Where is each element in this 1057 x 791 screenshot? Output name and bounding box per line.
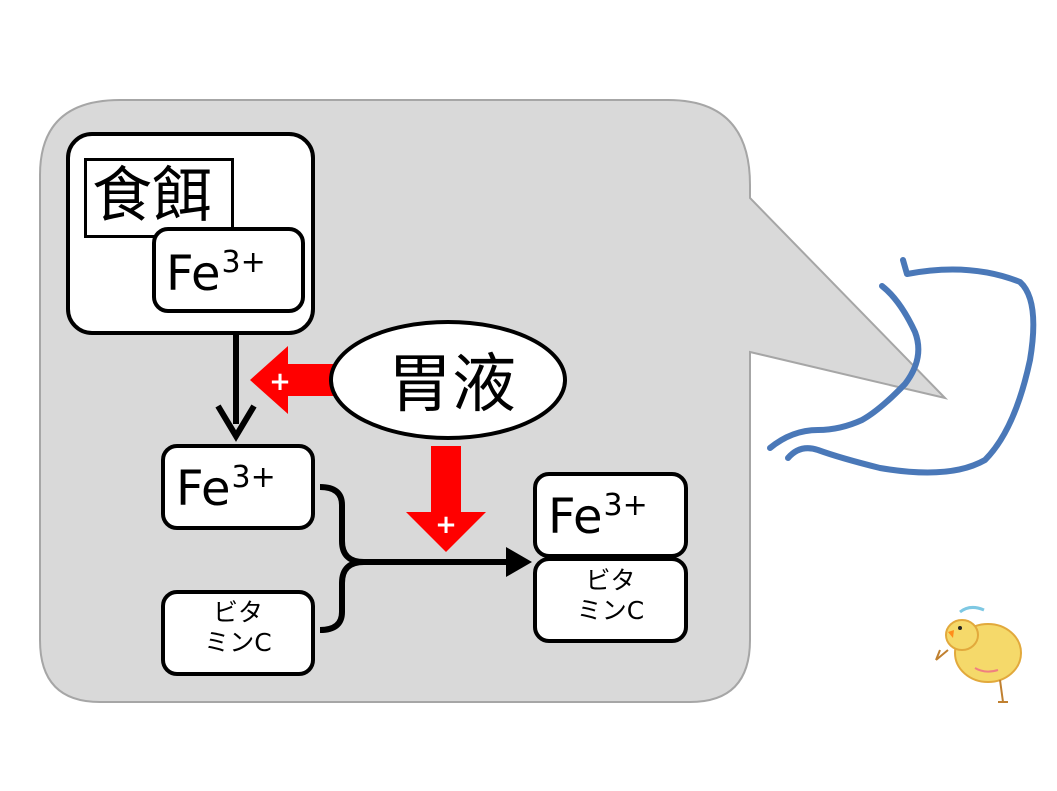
process-arrow-right	[362, 547, 532, 577]
iron-released-label: Fe3+	[176, 463, 276, 514]
combined-vitamin-c-box	[533, 557, 688, 643]
chick-illustration-icon	[935, 605, 1022, 703]
stomach-outline-icon	[767, 257, 1037, 476]
vitamin-c-line1: ビタ	[212, 598, 263, 627]
iron-charge: 3+	[221, 245, 266, 280]
vitamin-c-line1: ビタ	[585, 566, 636, 595]
combined-vitamin-c-label: ビタ ミンC	[533, 566, 688, 626]
combined-iron-label: Fe3+	[548, 491, 648, 542]
iron-symbol: Fe	[176, 461, 231, 517]
iron-released-box	[161, 444, 315, 530]
food-label: 食餌	[92, 161, 212, 231]
promote-arrow-down: +	[406, 446, 486, 552]
iron-charge: 3+	[231, 460, 276, 495]
gastric-juice-label: 胃液	[388, 348, 516, 422]
iron-in-food-label: Fe3+	[166, 248, 266, 299]
iron-symbol: Fe	[548, 489, 603, 545]
gastric-juice-ellipse	[329, 320, 567, 440]
iron-in-food-box	[152, 227, 305, 313]
vitamin-c-box	[161, 590, 315, 676]
vitamin-c-line2: ミンC	[204, 628, 272, 657]
vitamin-c-label: ビタ ミンC	[161, 598, 315, 658]
vitamin-c-line2: ミンC	[576, 596, 645, 625]
iron-charge: 3+	[603, 488, 648, 523]
iron-symbol: Fe	[166, 246, 221, 302]
promote-arrow-left: +	[250, 346, 334, 414]
plus-sign-down: +	[435, 510, 457, 540]
plus-sign-left: +	[269, 367, 291, 397]
combined-iron-box	[533, 472, 688, 558]
